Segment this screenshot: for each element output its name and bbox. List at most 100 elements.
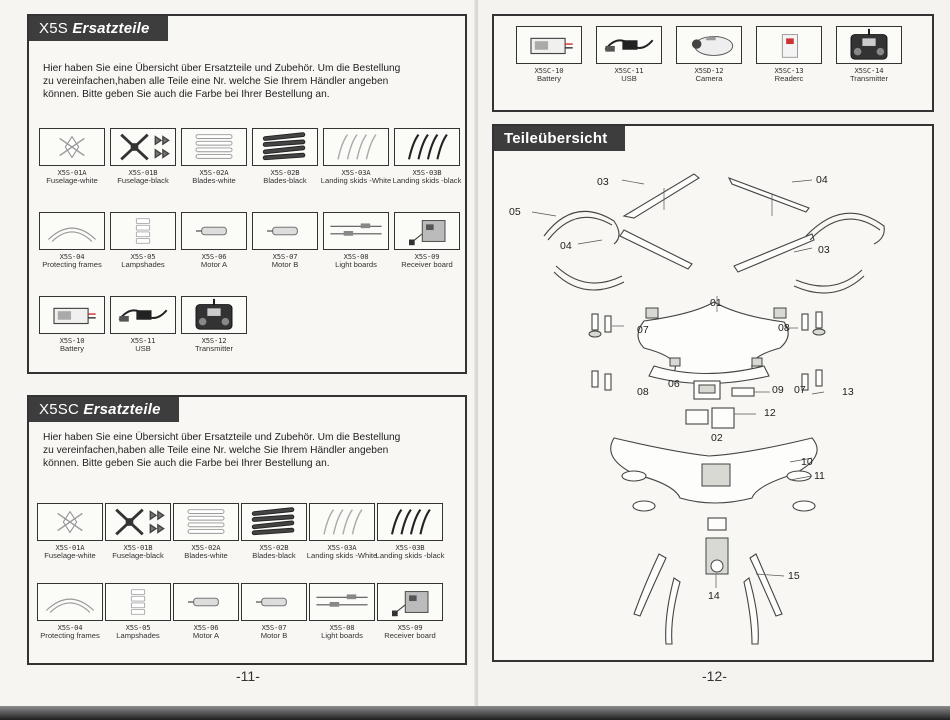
part-code: X5SC-11 [614,66,644,75]
part-code: X5S-10 [59,336,85,345]
part-code: X5S-02A [199,168,229,177]
part-label: 05 [509,206,521,218]
part-label: 08 [637,386,649,398]
part-name: Transmitter [849,74,889,83]
part-name: Protecting frames [42,260,102,269]
part-name: Readerc [774,74,804,83]
scanner-edge [0,706,950,720]
part-name: Receiver board [384,631,436,640]
part-code: X5S-11 [130,336,156,345]
camera-icon [676,26,742,64]
part-code: X5S-06 [193,623,219,632]
part-name: Light boards [321,631,363,640]
part-name: Motor B [260,631,288,640]
part-label: 09 [772,384,784,396]
intro-line: können. Bitte geben Sie auch die Farbe b… [43,458,330,469]
part-label: 11 [814,470,825,482]
intro-line: Hier haben Sie eine Übersicht über Ersat… [43,432,401,443]
intro-line: zu vereinfachen,haben alle Teile eine Nr… [43,445,389,456]
part-code: X5SC-10 [534,66,564,75]
part-code: X5S-02B [259,543,289,552]
part-code: X5S-07 [272,252,298,261]
blades-black-icon [241,503,307,541]
part-name: Motor B [271,260,299,269]
part-label: 03 [818,244,830,256]
usb-charger-icon [596,26,662,64]
part-label: 14 [708,590,720,602]
blades-white-icon [173,503,239,541]
part-label: 07 [637,324,649,336]
blade-diagram [619,173,815,273]
part-code: X5SD-12 [694,66,724,75]
part-code: X5S-01B [123,543,153,552]
left-page: X5S Ersatzteile Hier haben Sie eine Über… [27,14,467,684]
part-code: X5S-09 [414,252,440,261]
part-name: Blades-black [252,551,296,560]
x5sc-section-title: X5SC Ersatzteile [29,397,179,422]
x5sc-spare-parts-panel: X5SC Ersatzteile Hier haben Sie eine Übe… [27,395,467,665]
part-label: 06 [668,378,680,390]
part-code: X5S-01B [128,168,158,177]
part-name: Landing skids -black [375,551,445,560]
center-board-diagram [685,380,770,429]
part-code: X5S-06 [201,252,227,261]
part-code: X5S-03A [327,543,357,552]
part-code: X5S-09 [397,623,423,632]
lampshade-icon [110,212,176,250]
x5s-title-word: Ersatzteile [72,20,150,37]
battery-icon [516,26,582,64]
part-code: X5S-04 [57,623,83,632]
part-code: X5S-07 [261,623,287,632]
page-number-right: -12- [702,668,727,684]
upper-fuselage-diagram [637,296,789,385]
lampshade-icon [105,583,171,621]
part-code: X5SC-14 [854,66,884,75]
card-reader-icon [756,26,822,64]
part-label: 01 [710,297,722,309]
x5sc-title-model: X5SC [39,401,79,418]
part-code: X5S-03B [395,543,425,552]
part-code: X5S-04 [59,252,85,261]
part-label: 08 [778,322,790,334]
exploded-drone-diagram [531,173,885,645]
part-label: 15 [788,570,800,582]
camera-and-legs-diagram [633,517,785,645]
part-name: Landing skids -White [306,551,378,560]
intro-line: zu vereinfachen,haben alle Teile eine Nr… [43,76,389,87]
part-name: Lampshades [121,260,165,269]
light-board-icon [323,212,389,250]
protecting-frame-diagram [543,210,885,294]
part-code: X5S-01A [57,168,87,177]
part-label: 04 [560,240,572,252]
motor-row-diagram [588,311,826,391]
skids-black-icon [377,503,443,541]
part-label: 07 [794,384,806,396]
part-code: X5S-03A [341,168,371,177]
x5s-spare-parts-panel: X5S Ersatzteile Hier haben Sie eine Über… [27,14,467,374]
light-board-icon [309,583,375,621]
lower-fuselage-diagram [610,437,818,512]
